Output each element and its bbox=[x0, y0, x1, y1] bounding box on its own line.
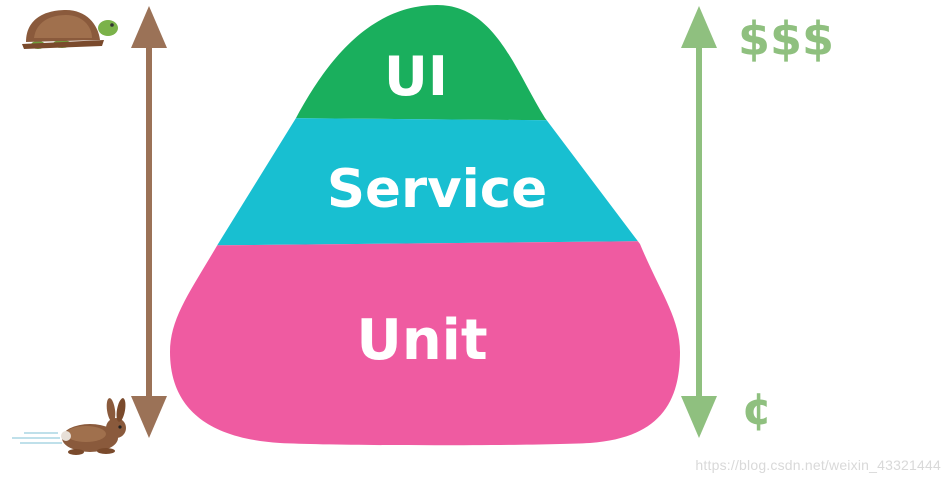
turtle-icon bbox=[22, 10, 118, 49]
rabbit-icon bbox=[12, 398, 126, 455]
cost-axis-arrow bbox=[681, 6, 717, 438]
high-cost-label: $$$ bbox=[738, 12, 834, 66]
unit-layer-label: Unit bbox=[356, 308, 487, 373]
test-pyramid bbox=[170, 5, 680, 446]
service-layer-label: Service bbox=[327, 159, 547, 220]
speed-axis-arrow bbox=[131, 6, 167, 438]
ui-layer-band bbox=[170, 5, 680, 122]
watermark: https://blog.csdn.net/weixin_43321444 bbox=[695, 457, 941, 473]
low-cost-label: ¢ bbox=[742, 384, 773, 435]
unit-layer-band bbox=[170, 240, 680, 446]
ui-layer-label: UI bbox=[384, 45, 448, 108]
